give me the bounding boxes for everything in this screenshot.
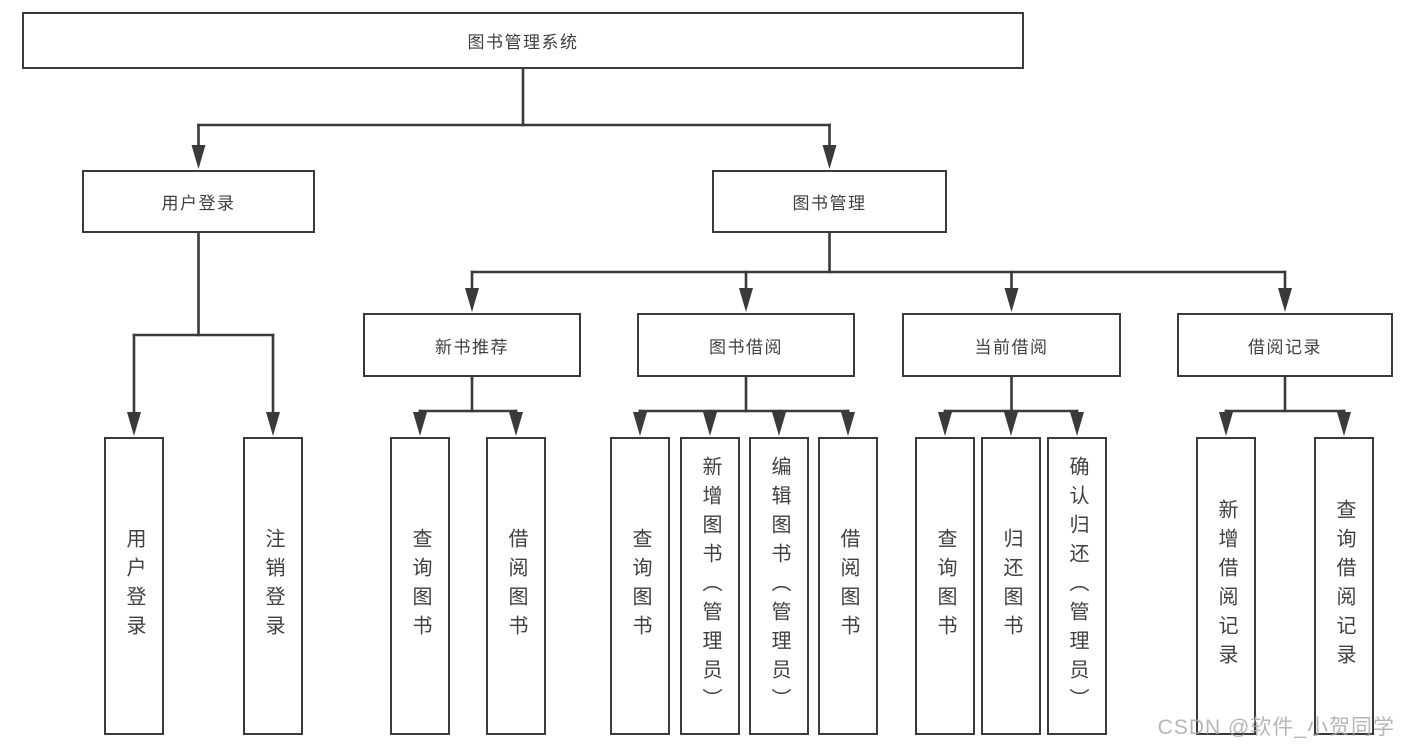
leaf-search-books-new: 查询图书 bbox=[390, 437, 450, 735]
node-label: 借阅图书 bbox=[505, 528, 527, 644]
node-label: 确认归还（管理员） bbox=[1066, 455, 1088, 717]
leaf-user-login: 用户登录 bbox=[104, 437, 164, 735]
node-label: 借阅记录 bbox=[1248, 337, 1322, 357]
node-label: 查询借阅记录 bbox=[1333, 499, 1355, 673]
node-new-book-recommend: 新书推荐 bbox=[363, 313, 581, 377]
leaf-confirm-return-admin: 确认归还（管理员） bbox=[1047, 437, 1107, 735]
leaf-add-borrow-record: 新增借阅记录 bbox=[1196, 437, 1256, 735]
watermark: CSDN @软件_小贺同学 bbox=[1157, 716, 1395, 739]
node-label: 查询图书 bbox=[934, 528, 956, 644]
leaf-borrow-books-new: 借阅图书 bbox=[486, 437, 546, 735]
leaf-return-books: 归还图书 bbox=[981, 437, 1041, 735]
node-label: 查询图书 bbox=[629, 528, 651, 644]
node-label: 注销登录 bbox=[262, 528, 284, 644]
node-label: 新书推荐 bbox=[435, 337, 509, 357]
node-label: 图书借阅 bbox=[709, 337, 783, 357]
node-label: 图书管理 bbox=[792, 194, 867, 213]
leaf-search-books-borrow: 查询图书 bbox=[610, 437, 670, 735]
leaf-borrow-books: 借阅图书 bbox=[818, 437, 878, 735]
node-label: 编辑图书（管理员） bbox=[768, 455, 790, 717]
node-library-management-system: 图书管理系统 bbox=[22, 12, 1024, 69]
leaf-search-books-current: 查询图书 bbox=[915, 437, 975, 735]
node-user-login-branch: 用户登录 bbox=[82, 170, 315, 233]
node-label: 当前借阅 bbox=[974, 337, 1049, 357]
node-borrow-records: 借阅记录 bbox=[1177, 313, 1393, 377]
node-label: 新增借阅记录 bbox=[1215, 499, 1237, 673]
leaf-search-borrow-record: 查询借阅记录 bbox=[1314, 437, 1374, 735]
node-label: 图书管理系统 bbox=[467, 33, 579, 52]
node-current-borrowing: 当前借阅 bbox=[902, 313, 1121, 377]
node-label: 用户登录 bbox=[161, 194, 236, 213]
node-label: 查询图书 bbox=[409, 528, 431, 644]
leaf-add-books-admin: 新增图书（管理员） bbox=[680, 437, 740, 735]
node-label: 归还图书 bbox=[1000, 528, 1022, 644]
node-book-borrowing: 图书借阅 bbox=[637, 313, 855, 377]
node-label: 新增图书（管理员） bbox=[699, 455, 721, 717]
leaf-logout: 注销登录 bbox=[243, 437, 303, 735]
leaf-edit-books-admin: 编辑图书（管理员） bbox=[749, 437, 809, 735]
node-book-management-branch: 图书管理 bbox=[712, 170, 947, 233]
node-label: 借阅图书 bbox=[837, 528, 859, 644]
node-label: 用户登录 bbox=[123, 528, 145, 644]
